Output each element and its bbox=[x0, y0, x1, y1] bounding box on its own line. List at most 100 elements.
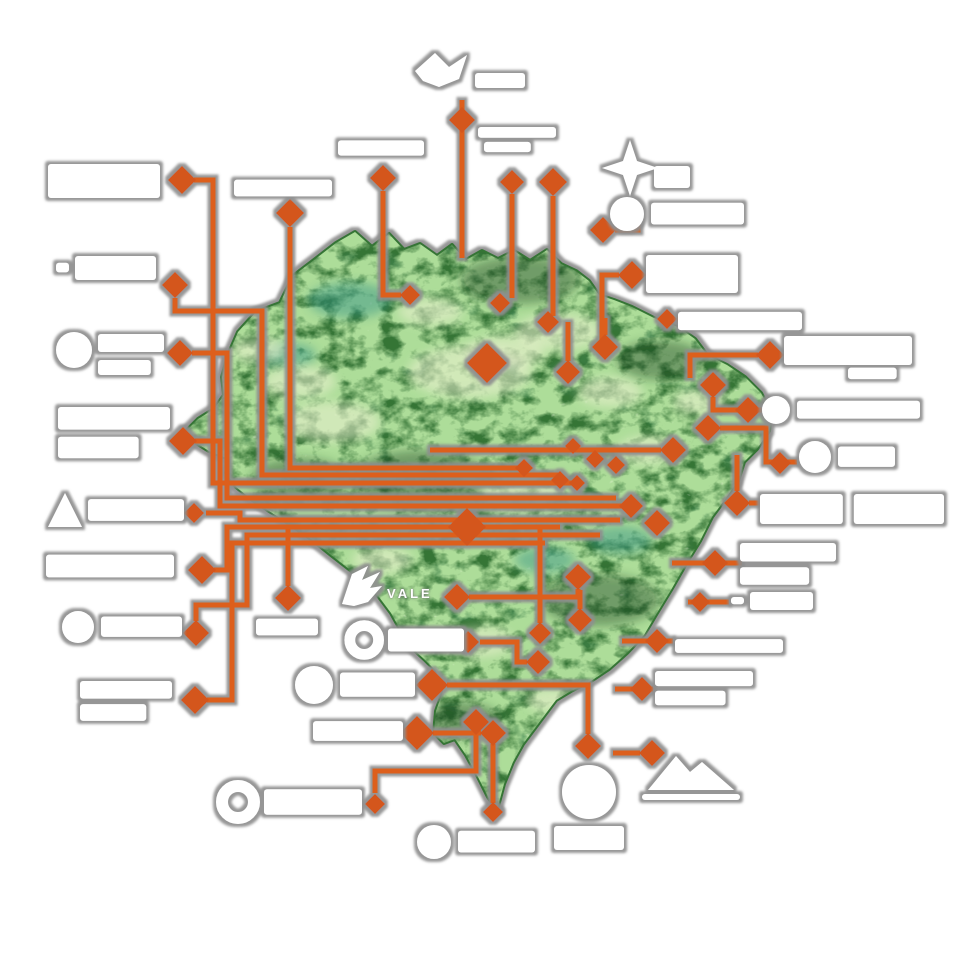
partner-logo-logo-inner-5 bbox=[256, 618, 318, 636]
partner-logo-logo-right-3 bbox=[646, 255, 738, 293]
map-marker-diamond bbox=[702, 550, 728, 576]
partner-logo-logo-right-6 bbox=[762, 396, 920, 424]
map-marker-diamond bbox=[162, 272, 188, 298]
partner-logo-logo-bottom-2 bbox=[417, 825, 535, 859]
map-marker-diamond bbox=[556, 360, 580, 384]
partner-logo-logo-left-9 bbox=[80, 681, 172, 721]
map-marker-diamond bbox=[515, 459, 533, 477]
connector-line bbox=[193, 532, 600, 621]
map-marker-diamond bbox=[490, 293, 510, 313]
map-marker-diamond bbox=[365, 794, 385, 814]
partner-logo-logo-right-10 bbox=[731, 592, 813, 610]
connector-line bbox=[195, 438, 631, 509]
partner-logo-logo-left-1 bbox=[48, 164, 160, 198]
map-marker-diamond bbox=[449, 107, 475, 133]
partner-logo-logo-left-3 bbox=[56, 256, 156, 280]
map-marker-diamond bbox=[463, 709, 489, 735]
map-marker-diamond bbox=[184, 503, 204, 523]
partner-logo-logo-right-2 bbox=[610, 197, 744, 231]
partner-logo-logo-left-6 bbox=[48, 493, 184, 527]
connector-network bbox=[162, 100, 797, 822]
map-marker-diamond bbox=[529, 622, 551, 644]
connector-line bbox=[287, 227, 524, 471]
map-marker-diamond bbox=[660, 437, 686, 463]
map-marker-diamond bbox=[769, 452, 791, 474]
partner-logo-logo-right-1 bbox=[602, 140, 690, 196]
map-marker-diamond bbox=[568, 608, 592, 632]
partner-logos bbox=[46, 53, 944, 859]
map-marker-diamond bbox=[539, 168, 567, 196]
partner-logo-logo-bottom-1 bbox=[216, 780, 362, 824]
map-marker-diamond bbox=[400, 285, 420, 305]
map-marker-diamond bbox=[537, 311, 559, 333]
map-marker-diamond bbox=[607, 456, 625, 474]
map-marker-diamond bbox=[618, 261, 646, 289]
partner-logo-logo-vale-icon bbox=[342, 566, 382, 606]
map-marker-diamond bbox=[448, 508, 486, 546]
connector-line bbox=[380, 191, 401, 298]
connector-line bbox=[206, 510, 620, 523]
map-marker-diamond bbox=[690, 592, 710, 612]
map-marker-diamond bbox=[565, 564, 591, 590]
map-marker-diamond bbox=[416, 669, 448, 701]
map-marker-diamond bbox=[695, 415, 721, 441]
partner-logo-logo-inner-3 bbox=[295, 666, 415, 704]
map-marker-diamond bbox=[565, 438, 581, 454]
partner-logo-logo-inner-4 bbox=[313, 721, 403, 741]
map-marker-diamond bbox=[575, 733, 601, 759]
map-marker-diamond bbox=[619, 494, 643, 518]
partner-logo-logo-right-8 bbox=[760, 494, 944, 524]
map-marker-diamond bbox=[592, 334, 618, 360]
partner-logo-logo-right-12 bbox=[655, 671, 753, 706]
map-marker-diamond bbox=[400, 716, 434, 750]
map-marker-diamond bbox=[370, 165, 396, 191]
map-marker-diamond bbox=[569, 475, 585, 491]
map-marker-diamond bbox=[724, 490, 750, 516]
map-marker-diamond bbox=[183, 620, 209, 646]
partner-logo-logo-left-2 bbox=[234, 179, 332, 197]
map-marker-diamond bbox=[483, 802, 503, 822]
partner-logo-logo-left-4 bbox=[56, 332, 164, 375]
map-marker-diamond bbox=[167, 340, 193, 366]
connector-line bbox=[207, 540, 545, 703]
map-marker-diamond bbox=[480, 720, 506, 746]
map-marker-diamond bbox=[275, 585, 301, 611]
map-marker-diamond bbox=[735, 397, 761, 423]
map-marker-diamond bbox=[645, 629, 669, 653]
partner-logo-logo-top-2 bbox=[338, 140, 424, 156]
map-marker-diamond bbox=[169, 427, 197, 455]
partner-logo-logo-left-5 bbox=[58, 407, 170, 459]
connector-line bbox=[194, 177, 577, 486]
partner-logo-logo-right-9 bbox=[740, 543, 836, 585]
map-marker-diamond bbox=[188, 556, 216, 584]
map-marker-diamond bbox=[168, 166, 196, 194]
map-marker-diamond bbox=[500, 170, 524, 194]
partner-logo-logo-right-11 bbox=[675, 639, 783, 653]
connector-line bbox=[214, 524, 560, 573]
connector-line bbox=[480, 639, 527, 665]
connector-line bbox=[447, 682, 591, 734]
map-marker-diamond bbox=[444, 584, 470, 610]
partner-logo-logo-right-7 bbox=[799, 441, 895, 473]
vale-wordmark: VALE bbox=[387, 586, 433, 601]
partner-logo-logo-top-3 bbox=[478, 127, 556, 153]
partner-logo-logo-inner-2 bbox=[344, 620, 464, 660]
connector-line bbox=[192, 350, 616, 501]
map-marker-diamond bbox=[639, 740, 665, 766]
map-marker-diamond bbox=[276, 199, 304, 227]
map-marker-diamond bbox=[590, 217, 616, 243]
map-marker-diamond bbox=[586, 450, 604, 468]
partner-logo-logo-left-7 bbox=[46, 554, 174, 578]
map-marker-diamond bbox=[551, 471, 569, 489]
connector-line bbox=[372, 733, 479, 793]
connector-line bbox=[172, 298, 560, 478]
partner-logo-logo-right-4 bbox=[678, 311, 802, 331]
map-marker-diamond bbox=[644, 510, 670, 536]
connector-line bbox=[599, 272, 619, 342]
partner-logo-logo-left-8 bbox=[62, 611, 182, 643]
map-marker-diamond bbox=[526, 650, 550, 674]
partner-logo-logo-top-1 bbox=[415, 53, 525, 88]
partner-logo-logo-right-5 bbox=[784, 336, 912, 380]
